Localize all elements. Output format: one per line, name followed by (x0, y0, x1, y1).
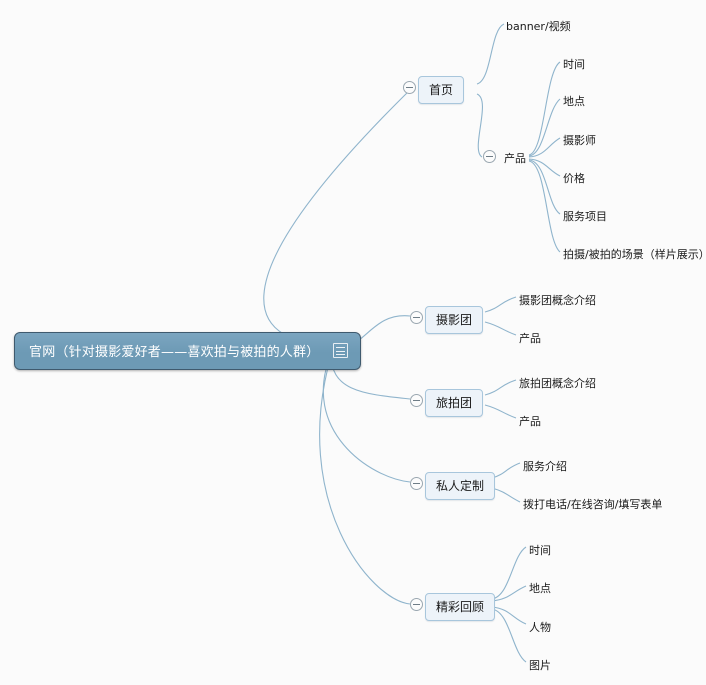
root-node[interactable]: 官网（针对摄影爱好者——喜欢拍与被拍的人群） (14, 332, 362, 370)
note-icon[interactable] (333, 343, 349, 358)
branch-node-jingcaihuigu-label: 精彩回顾 (436, 600, 485, 614)
leaf-node-sheyingtuan-intro[interactable]: 摄影团概念介绍 (517, 291, 598, 309)
leaf-node-lvpaituan-intro[interactable]: 旅拍团概念介绍 (517, 374, 598, 392)
leaf-node-chanpin[interactable]: 产品 (502, 149, 528, 167)
leaf-node-sheyingtuan-chanpin-label: 产品 (519, 332, 541, 345)
connector-sheyingtuan-to-chanpin (484, 321, 517, 336)
connector-homepage-to-chanpin (476, 93, 483, 158)
leaf-node-didian-huigu-label: 地点 (529, 582, 551, 595)
leaf-node-sheyingshi[interactable]: 摄影师 (561, 131, 598, 149)
leaf-node-dianhua-zixun-biaodan[interactable]: 拨打电话/在线咨询/填写表单 (521, 495, 664, 513)
leaf-node-dianhua-zixun-biaodan-label: 拨打电话/在线咨询/填写表单 (523, 498, 663, 511)
connector-lvpaituan-to-intro (484, 379, 517, 396)
leaf-node-fuwu-jieshao[interactable]: 服务介绍 (521, 457, 569, 475)
leaf-node-tupian[interactable]: 图片 (527, 656, 553, 674)
branch-node-lvpaituan[interactable]: 旅拍团 (425, 389, 484, 417)
connector-chanpin-to-changjing (528, 160, 561, 253)
leaf-node-fuwu-xiangmu[interactable]: 服务项目 (561, 207, 609, 225)
leaf-node-renwu-label: 人物 (529, 621, 551, 634)
branch-node-lvpaituan-label: 旅拍团 (436, 396, 473, 410)
leaf-node-shijian-chanpin-label: 时间 (563, 58, 585, 71)
leaf-node-fuwu-jieshao-label: 服务介绍 (523, 460, 567, 473)
connector-chanpin-to-fuwu (528, 159, 561, 215)
leaf-node-sheyingtuan-chanpin[interactable]: 产品 (517, 329, 543, 347)
leaf-node-shijian-huigu-label: 时间 (529, 544, 551, 557)
leaf-node-renwu[interactable]: 人物 (527, 618, 553, 636)
collapse-toggle-sheyingtuan[interactable] (410, 311, 423, 324)
branch-node-sirendingzhi-label: 私人定制 (436, 479, 485, 493)
leaf-node-sheyingshi-label: 摄影师 (563, 134, 596, 147)
branch-node-jingcaihuigu[interactable]: 精彩回顾 (425, 593, 496, 621)
leaf-node-banner-video[interactable]: banner/视频 (504, 17, 573, 35)
connector-jingcaihuigu-to-didian (491, 585, 527, 602)
connector-jingcaihuigu-to-tupian (491, 608, 527, 663)
leaf-node-shijian-chanpin[interactable]: 时间 (561, 55, 587, 73)
connector-chanpin-to-sheyingshi (528, 137, 561, 158)
connector-root-to-sirendingzhi (322, 353, 411, 483)
collapse-toggle-lvpaituan[interactable] (410, 394, 423, 407)
branch-node-sirendingzhi[interactable]: 私人定制 (425, 472, 496, 500)
connector-lvpaituan-to-chanpin (484, 404, 517, 419)
connector-jingcaihuigu-to-shijian (491, 546, 527, 600)
collapse-toggle-chanpin[interactable] (483, 150, 496, 163)
leaf-node-didian-chanpin-label: 地点 (563, 95, 585, 108)
connector-jingcaihuigu-to-renwu (491, 606, 527, 625)
leaf-node-tupian-label: 图片 (529, 659, 551, 672)
connector-chanpin-to-shijian (528, 61, 561, 156)
connector-root-to-jingcaihuigu (319, 355, 411, 605)
leaf-node-didian-huigu[interactable]: 地点 (527, 579, 553, 597)
collapse-toggle-jingcaihuigu[interactable] (410, 598, 423, 611)
leaf-node-chanpin-label: 产品 (504, 152, 526, 165)
leaf-node-shijian-huigu[interactable]: 时间 (527, 541, 553, 559)
branch-node-homepage-label: 首页 (429, 83, 454, 97)
connector-sirendingzhi-to-dianhua (491, 487, 521, 503)
root-node-label: 官网（针对摄影爱好者——喜欢拍与被拍的人群） (29, 345, 320, 360)
leaf-node-lvpaituan-chanpin-label: 产品 (519, 415, 541, 428)
connector-sheyingtuan-to-intro (484, 296, 517, 313)
leaf-node-didian-chanpin[interactable]: 地点 (561, 92, 587, 110)
connector-root-to-homepage (263, 87, 413, 346)
leaf-node-lvpaituan-chanpin[interactable]: 产品 (517, 412, 543, 430)
connector-homepage-to-banner (476, 23, 505, 85)
connector-chanpin-to-didian (528, 98, 561, 157)
connector-chanpin-to-jiage (528, 158, 561, 177)
connector-sirendingzhi-to-fuwu (491, 462, 521, 479)
leaf-node-fuwu-xiangmu-label: 服务项目 (563, 210, 607, 223)
leaf-node-lvpaituan-intro-label: 旅拍团概念介绍 (519, 377, 596, 390)
leaf-node-jiage-label: 价格 (563, 172, 585, 185)
leaf-node-jiage[interactable]: 价格 (561, 169, 587, 187)
leaf-node-banner-video-label: banner/视频 (506, 20, 571, 33)
branch-node-homepage[interactable]: 首页 (418, 76, 465, 104)
leaf-node-paishe-changjing-label: 拍摄/被拍的场景（样片展示） (563, 248, 706, 261)
leaf-node-sheyingtuan-intro-label: 摄影团概念介绍 (519, 294, 596, 307)
collapse-toggle-sirendingzhi[interactable] (410, 477, 423, 490)
branch-node-sheyingtuan-label: 摄影团 (436, 313, 473, 327)
branch-node-sheyingtuan[interactable]: 摄影团 (425, 306, 484, 334)
collapse-toggle-homepage[interactable] (403, 81, 416, 94)
leaf-node-paishe-changjing[interactable]: 拍摄/被拍的场景（样片展示） (561, 245, 706, 263)
